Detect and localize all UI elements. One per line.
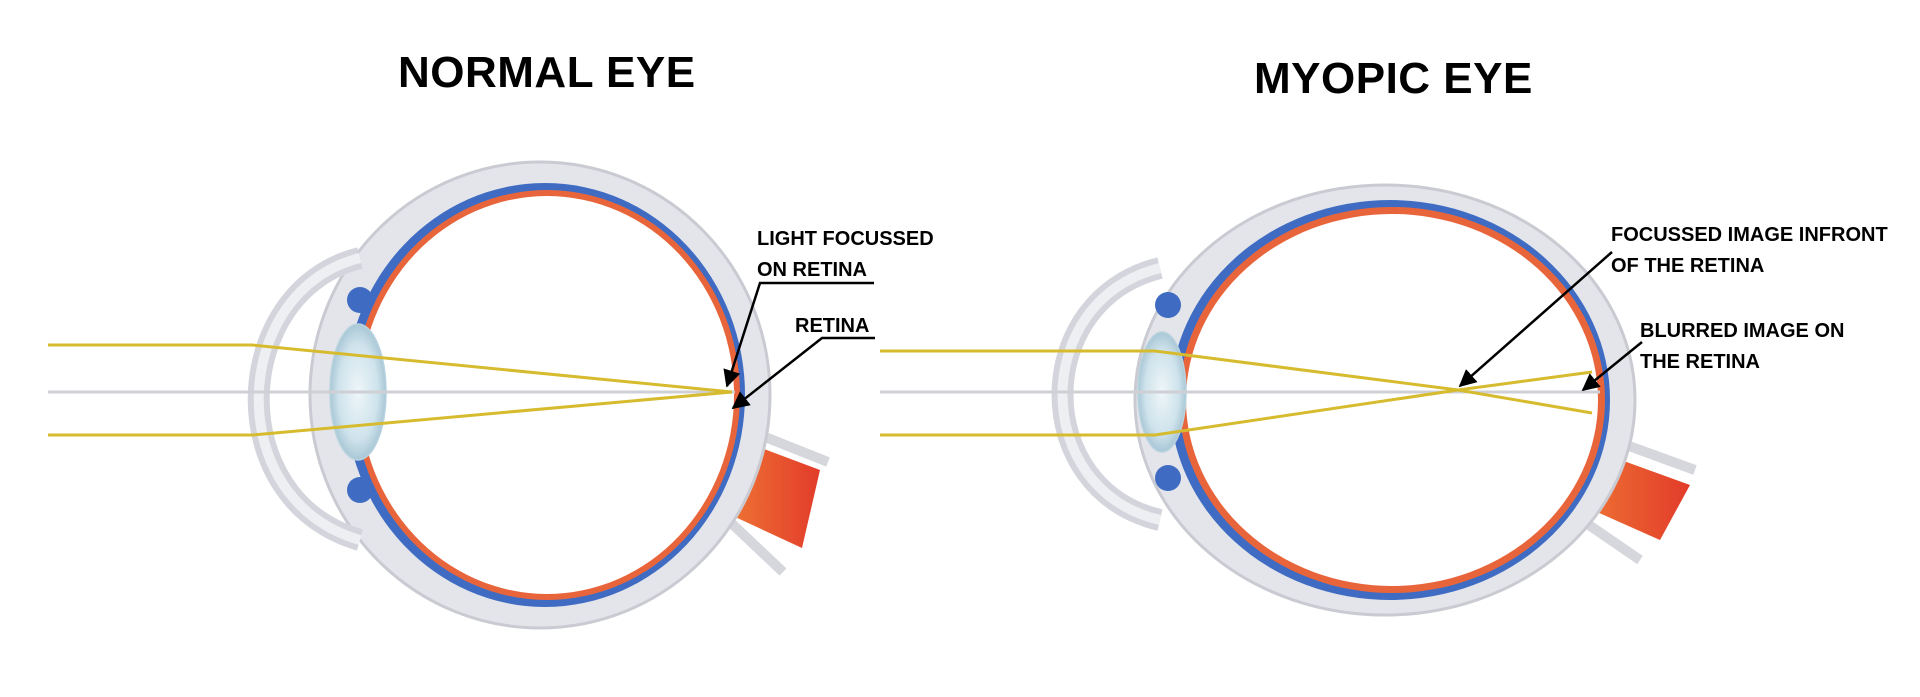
cornea-inner-line [1057, 263, 1162, 525]
light-ray-top [48, 343, 733, 394]
iris-top [1155, 292, 1181, 318]
myopic-eye [880, 183, 1697, 617]
light-ray-bottom [880, 370, 1593, 437]
light-ray-top [880, 349, 1593, 415]
leader-blurred-image [1581, 341, 1643, 392]
normal-eye-title: NORMAL EYE [398, 48, 696, 97]
leader-focussed-image [1458, 251, 1613, 388]
label-line: RETINA [795, 315, 870, 337]
cornea-inner-line [253, 253, 362, 545]
label-light-focussed-on-retina: LIGHT FOCUSSED ON RETINA [757, 224, 934, 286]
light-ray-bottom [48, 390, 733, 437]
label-line: THE RETINA [1640, 351, 1760, 373]
label-line: BLURRED IMAGE ON [1640, 320, 1845, 342]
iris-bottom [1155, 465, 1181, 491]
label-retina: RETINA [795, 311, 869, 342]
label-focussed-image-infront: FOCUSSED IMAGE INFRONT OF THE RETINA [1611, 220, 1888, 282]
normal-eye [48, 160, 875, 630]
myopic-eye-title: MYOPIC EYE [1254, 54, 1533, 103]
leader-light-focussed [723, 281, 874, 388]
leader-retina [731, 336, 875, 410]
label-blurred-image: BLURRED IMAGE ON THE RETINA [1640, 316, 1844, 378]
label-line: LIGHT FOCUSSED [757, 228, 934, 250]
vitreous [360, 196, 734, 594]
label-line: FOCUSSED IMAGE INFRONT [1611, 224, 1888, 246]
label-line: ON RETINA [757, 259, 867, 281]
iris-top [347, 287, 373, 313]
iris-bottom [347, 477, 373, 503]
label-line: OF THE RETINA [1611, 255, 1765, 277]
